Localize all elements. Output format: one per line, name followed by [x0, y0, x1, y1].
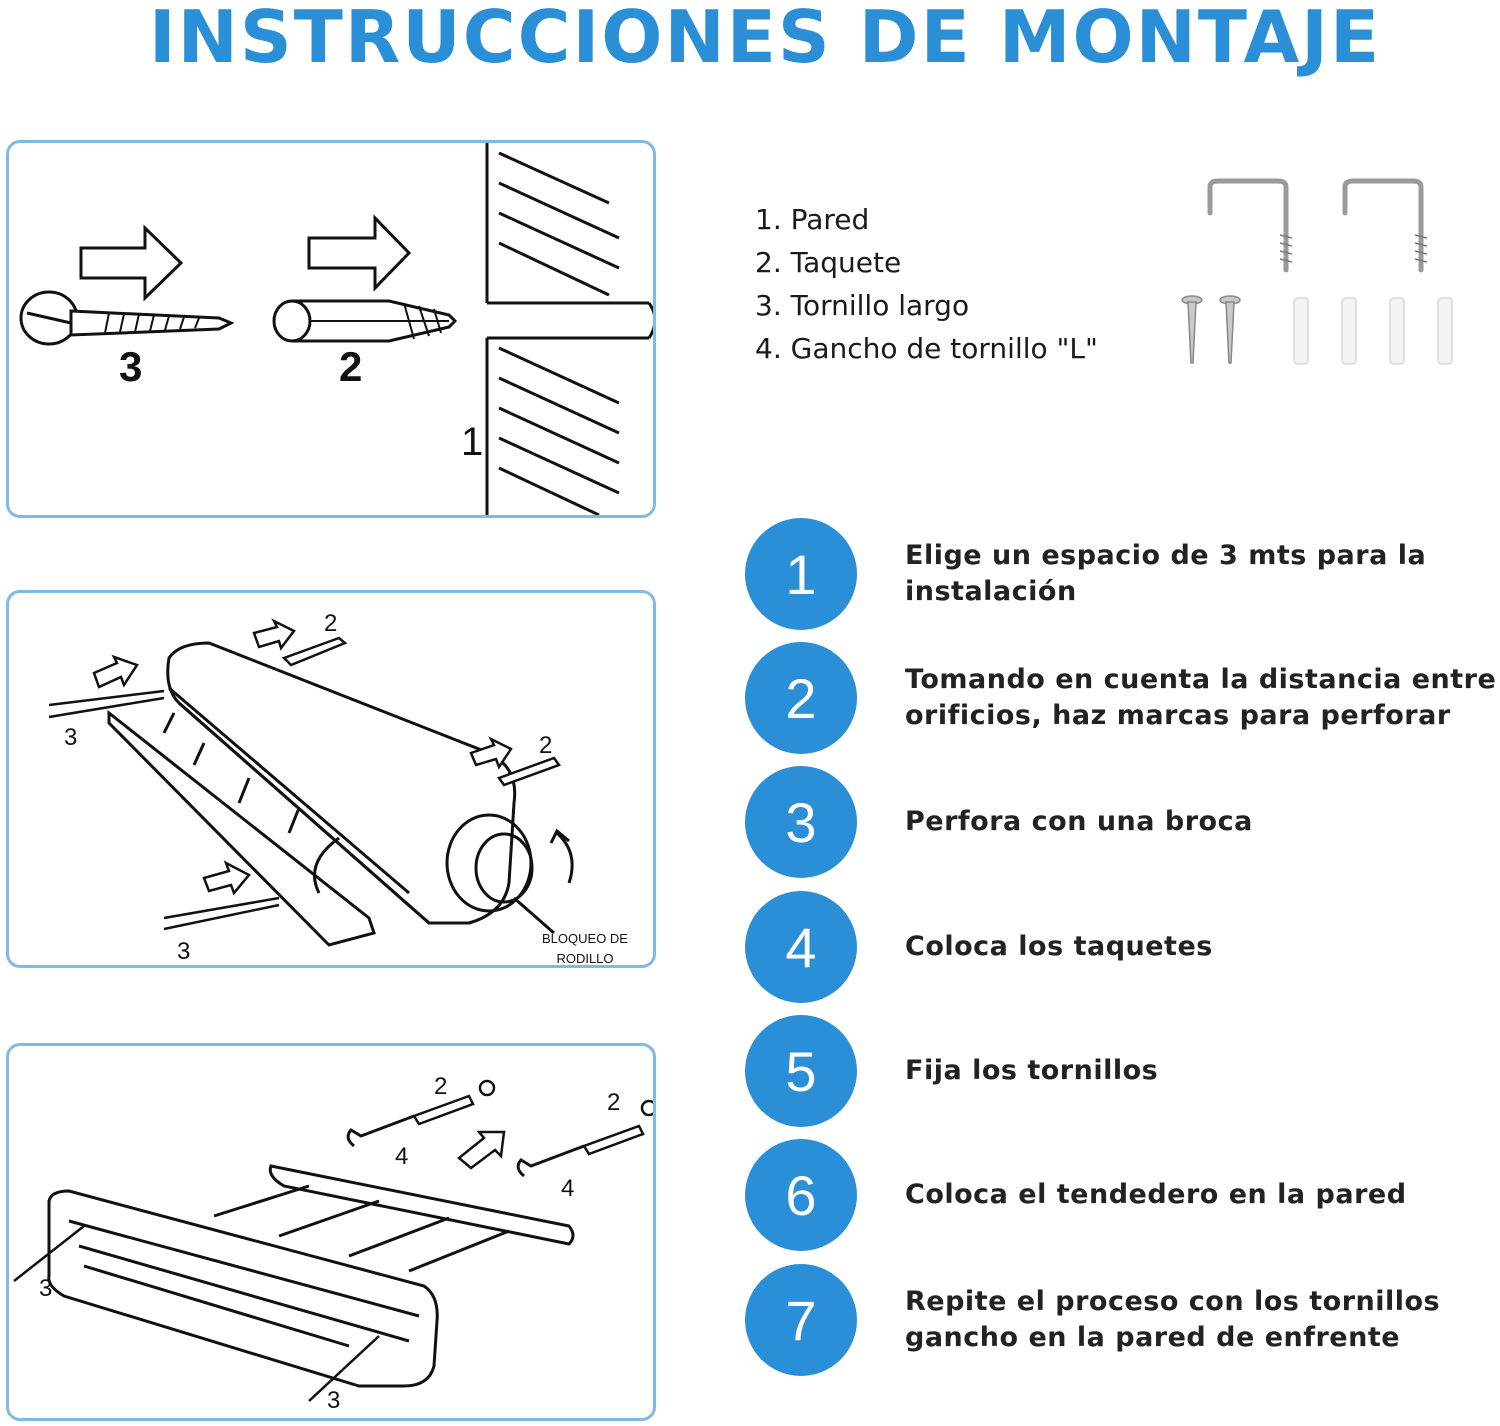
label-hook-1: 4	[395, 1143, 408, 1170]
step-2: 2 Tomando en cuenta la distancia entre o…	[745, 642, 1500, 754]
mounted-hooks-illustration: 2 2 4 4 3 3	[13, 1073, 653, 1414]
step-text: Elige un espacio de 3 mts para la instal…	[905, 540, 1427, 607]
step-text: Coloca el tendedero en la pared	[905, 1179, 1407, 1210]
label-screw-left: 3	[64, 724, 77, 751]
diagram-mounted-hooks: 2 2 4 4 3 3	[6, 1043, 656, 1421]
legend-item-taquete: 2. Taquete	[755, 246, 902, 279]
page-title: INSTRUCCIONES DE MONTAJE	[148, 0, 1382, 79]
step-6: 6 Coloca el tendedero en la pared	[745, 1139, 1500, 1251]
label-hook-2: 4	[561, 1175, 574, 1202]
step-number-badge: 7	[745, 1264, 857, 1376]
label-plug-2: 2	[607, 1089, 620, 1116]
legend-item-gancho: 4. Gancho de tornillo "L"	[755, 332, 1098, 365]
step-4: 4 Coloca los taquetes	[745, 891, 1500, 1003]
step-text: Fija los tornillos	[905, 1055, 1159, 1086]
label-screw-left: 3	[39, 1275, 52, 1302]
label-screw-bottom: 3	[327, 1387, 340, 1414]
step-number-badge: 3	[745, 766, 857, 878]
step-text: Perfora con una broca	[905, 806, 1253, 837]
step-5: 5 Fija los tornillos	[745, 1015, 1500, 1127]
parts-legend: 1. Pared 2. Taquete 3. Tornillo largo 4.…	[755, 198, 1098, 370]
diagram-roller-housing: 2 2 3 3 BLOQUEO DE RODILLO	[6, 590, 656, 968]
step-1: 1 Elige un espacio de 3 mts para la inst…	[745, 518, 1500, 630]
label-wall: 1	[461, 420, 483, 464]
step-number-badge: 5	[745, 1015, 857, 1127]
step-3: 3 Perfora con una broca	[745, 766, 1500, 878]
step-number-badge: 1	[745, 518, 857, 630]
label-plug-top: 2	[324, 610, 337, 637]
step-7: 7 Repite el proceso con los tornillos ga…	[745, 1264, 1500, 1376]
step-number-badge: 2	[745, 642, 857, 754]
label-plug-right: 2	[539, 732, 552, 759]
roller-lock-label-line2: RODILLO	[556, 951, 613, 966]
hardware-parts-image	[1181, 178, 1453, 365]
step-text: Tomando en cuenta la distancia entre ori…	[905, 664, 1497, 731]
step-number-badge: 6	[745, 1139, 857, 1251]
wall-plug-screw-illustration: 3 2 1	[19, 143, 653, 515]
label-screw: 3	[119, 343, 142, 390]
diagram-wall-plug-screw: 3 2 1	[6, 140, 656, 518]
legend-item-pared: 1. Pared	[755, 203, 870, 236]
roller-housing-illustration: 2 2 3 3 BLOQUEO DE RODILLO	[48, 610, 628, 966]
step-text: Coloca los taquetes	[905, 931, 1213, 962]
roller-lock-label-line1: BLOQUEO DE	[542, 931, 628, 946]
step-number-badge: 4	[745, 891, 857, 1003]
step-text: Repite el proceso con los tornillos ganc…	[905, 1286, 1441, 1353]
label-plug-1: 2	[434, 1073, 447, 1100]
label-screw-bottom: 3	[177, 938, 190, 965]
legend-item-tornillo: 3. Tornillo largo	[755, 289, 970, 322]
label-plug: 2	[339, 343, 362, 390]
